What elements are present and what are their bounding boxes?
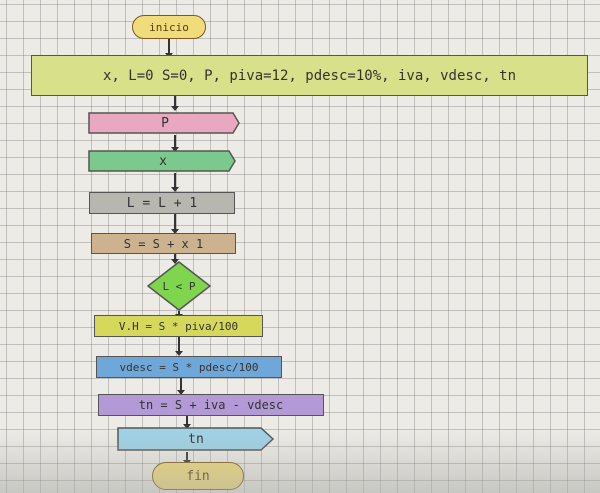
sum-label: S = S + x 1 [123, 236, 204, 251]
decision-label: L < P [162, 279, 196, 293]
end-label: fin [186, 468, 210, 484]
end-terminal: fin [152, 462, 244, 490]
iva-box: V.H = S * piva/100 [94, 315, 263, 337]
arrow-vdesc-total [177, 378, 185, 395]
arrow-output-end [183, 452, 191, 465]
counter-box: L = L + 1 [89, 192, 235, 214]
output-label: tn [188, 431, 204, 447]
arrow-start-init [165, 39, 173, 58]
start-label: inicio [149, 20, 189, 34]
arrow-sum-decision [171, 254, 179, 264]
arrow-counter-sum [171, 214, 179, 234]
vdesc-label: vdesc = S * pdesc/100 [119, 360, 259, 374]
counter-label: L = L + 1 [126, 195, 198, 211]
input-x-shape [88, 150, 236, 172]
arrow-init-p [171, 96, 179, 111]
start-terminal: inicio [132, 15, 206, 39]
input-p-label: P [161, 115, 169, 131]
input-x-label: x [159, 153, 167, 169]
arrow-x-counter [171, 173, 179, 192]
iva-label: V.H = S * piva/100 [118, 319, 239, 333]
sum-box: S = S + x 1 [91, 233, 236, 254]
input-p-shape [88, 112, 240, 134]
decision-shape [146, 261, 212, 311]
arrow-iva-vdesc [175, 337, 183, 356]
arrow-total-output [183, 416, 191, 429]
total-box: tn = S + iva - vdesc [98, 394, 324, 416]
init-label: x, L=0 S=0, P, piva=12, pdesc=10%, iva, … [102, 67, 516, 84]
init-box: x, L=0 S=0, P, piva=12, pdesc=10%, iva, … [31, 55, 588, 96]
arrow-p-x [171, 135, 179, 152]
vdesc-box: vdesc = S * pdesc/100 [96, 356, 282, 378]
total-label: tn = S + iva - vdesc [138, 398, 284, 412]
